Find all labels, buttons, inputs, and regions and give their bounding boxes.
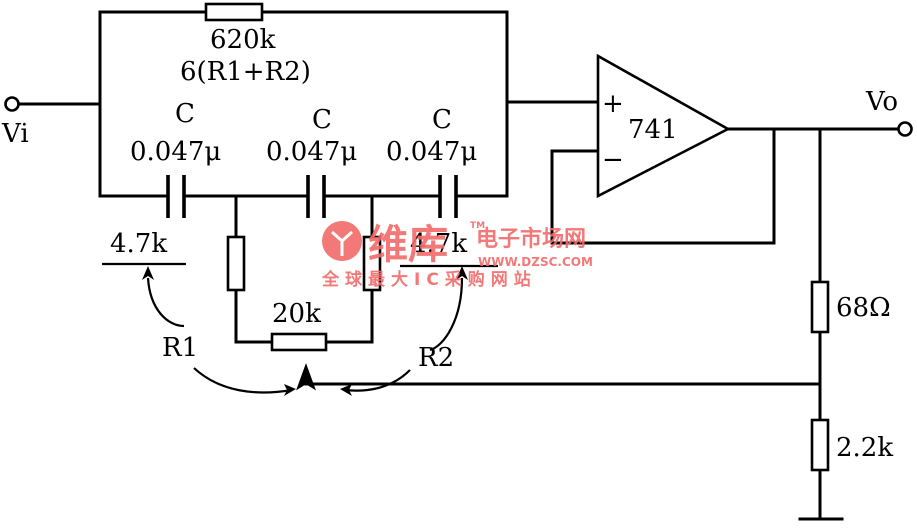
output-terminal xyxy=(897,121,913,137)
r2-name: R2 xyxy=(418,343,454,373)
capacitor-2 xyxy=(306,175,326,218)
capacitor-3 xyxy=(438,175,458,218)
input-terminal xyxy=(4,96,20,112)
load-upper-value: 68Ω xyxy=(836,293,891,323)
opamp-plus-sign: + xyxy=(602,89,624,119)
opamp-triangle xyxy=(596,53,731,199)
opamp-label: 741 xyxy=(628,115,678,145)
feedback-resistor xyxy=(204,2,264,22)
cap1-name: C xyxy=(175,99,195,129)
capacitor-1 xyxy=(166,175,186,218)
cap3-value: 0.047μ xyxy=(386,137,477,167)
r2-tap-arrow xyxy=(456,266,468,280)
load-resistor-68 xyxy=(810,280,830,334)
watermark-tagline: 电子市场网 xyxy=(476,226,586,252)
resistor-r2-body xyxy=(362,235,382,292)
pot-wiper-arrow xyxy=(296,363,316,391)
r1-name: R1 xyxy=(162,333,198,363)
opamp-minus-sign: − xyxy=(602,145,624,175)
cap1-value: 0.047μ xyxy=(130,137,221,167)
pot-value: 20k xyxy=(272,299,321,329)
load-resistor-2k2 xyxy=(810,418,830,472)
r2-to-wiper-curve xyxy=(345,369,411,392)
potentiometer xyxy=(270,332,328,352)
watermark-tm: TM xyxy=(470,221,485,231)
r1-tap-arrow xyxy=(142,266,154,280)
resistor-r1-body xyxy=(226,235,246,292)
feedback-resistor-value: 620k xyxy=(210,25,276,55)
feedback-resistor-relation: 6(R1+R2) xyxy=(180,57,311,87)
input-label: Vi xyxy=(1,119,29,149)
r1-bracket-curve xyxy=(146,277,185,328)
watermark-url: WWW.DZSC.COM xyxy=(478,255,593,269)
load-lower-value: 2.2k xyxy=(836,433,893,463)
r2-to-wiper-arrowhead xyxy=(340,384,352,396)
watermark: 维库 TM 电子市场网 WWW.DZSC.COM 全球最大IC采购网站 xyxy=(321,221,593,290)
cap2-name: C xyxy=(312,105,332,135)
wires xyxy=(16,10,900,521)
r1-value: 4.7k xyxy=(110,229,167,259)
watermark-slogan: 全球最大IC采购网站 xyxy=(321,269,537,290)
output-label: Vo xyxy=(865,87,898,117)
watermark-brand: 维库 xyxy=(368,222,448,268)
r1-to-wiper-arrowhead xyxy=(284,384,296,396)
r1-to-wiper-curve xyxy=(193,367,293,394)
cap3-name: C xyxy=(432,105,452,135)
cap2-value: 0.047μ xyxy=(266,137,357,167)
r2-value: 4.7k xyxy=(410,229,467,259)
r2-bracket-curve xyxy=(429,277,464,352)
